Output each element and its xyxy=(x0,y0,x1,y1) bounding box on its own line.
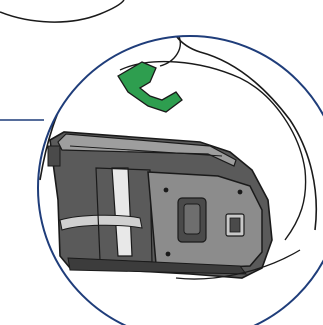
magnified-detail xyxy=(40,10,316,279)
slot-inner xyxy=(184,204,200,234)
background-ellipse-arc xyxy=(0,0,124,22)
latch-core xyxy=(230,218,240,232)
screw-hole xyxy=(166,252,171,257)
screw-hole xyxy=(238,190,243,195)
left-bracket xyxy=(48,146,60,166)
green-clip-icon xyxy=(118,62,182,112)
screw-hole xyxy=(164,188,169,193)
